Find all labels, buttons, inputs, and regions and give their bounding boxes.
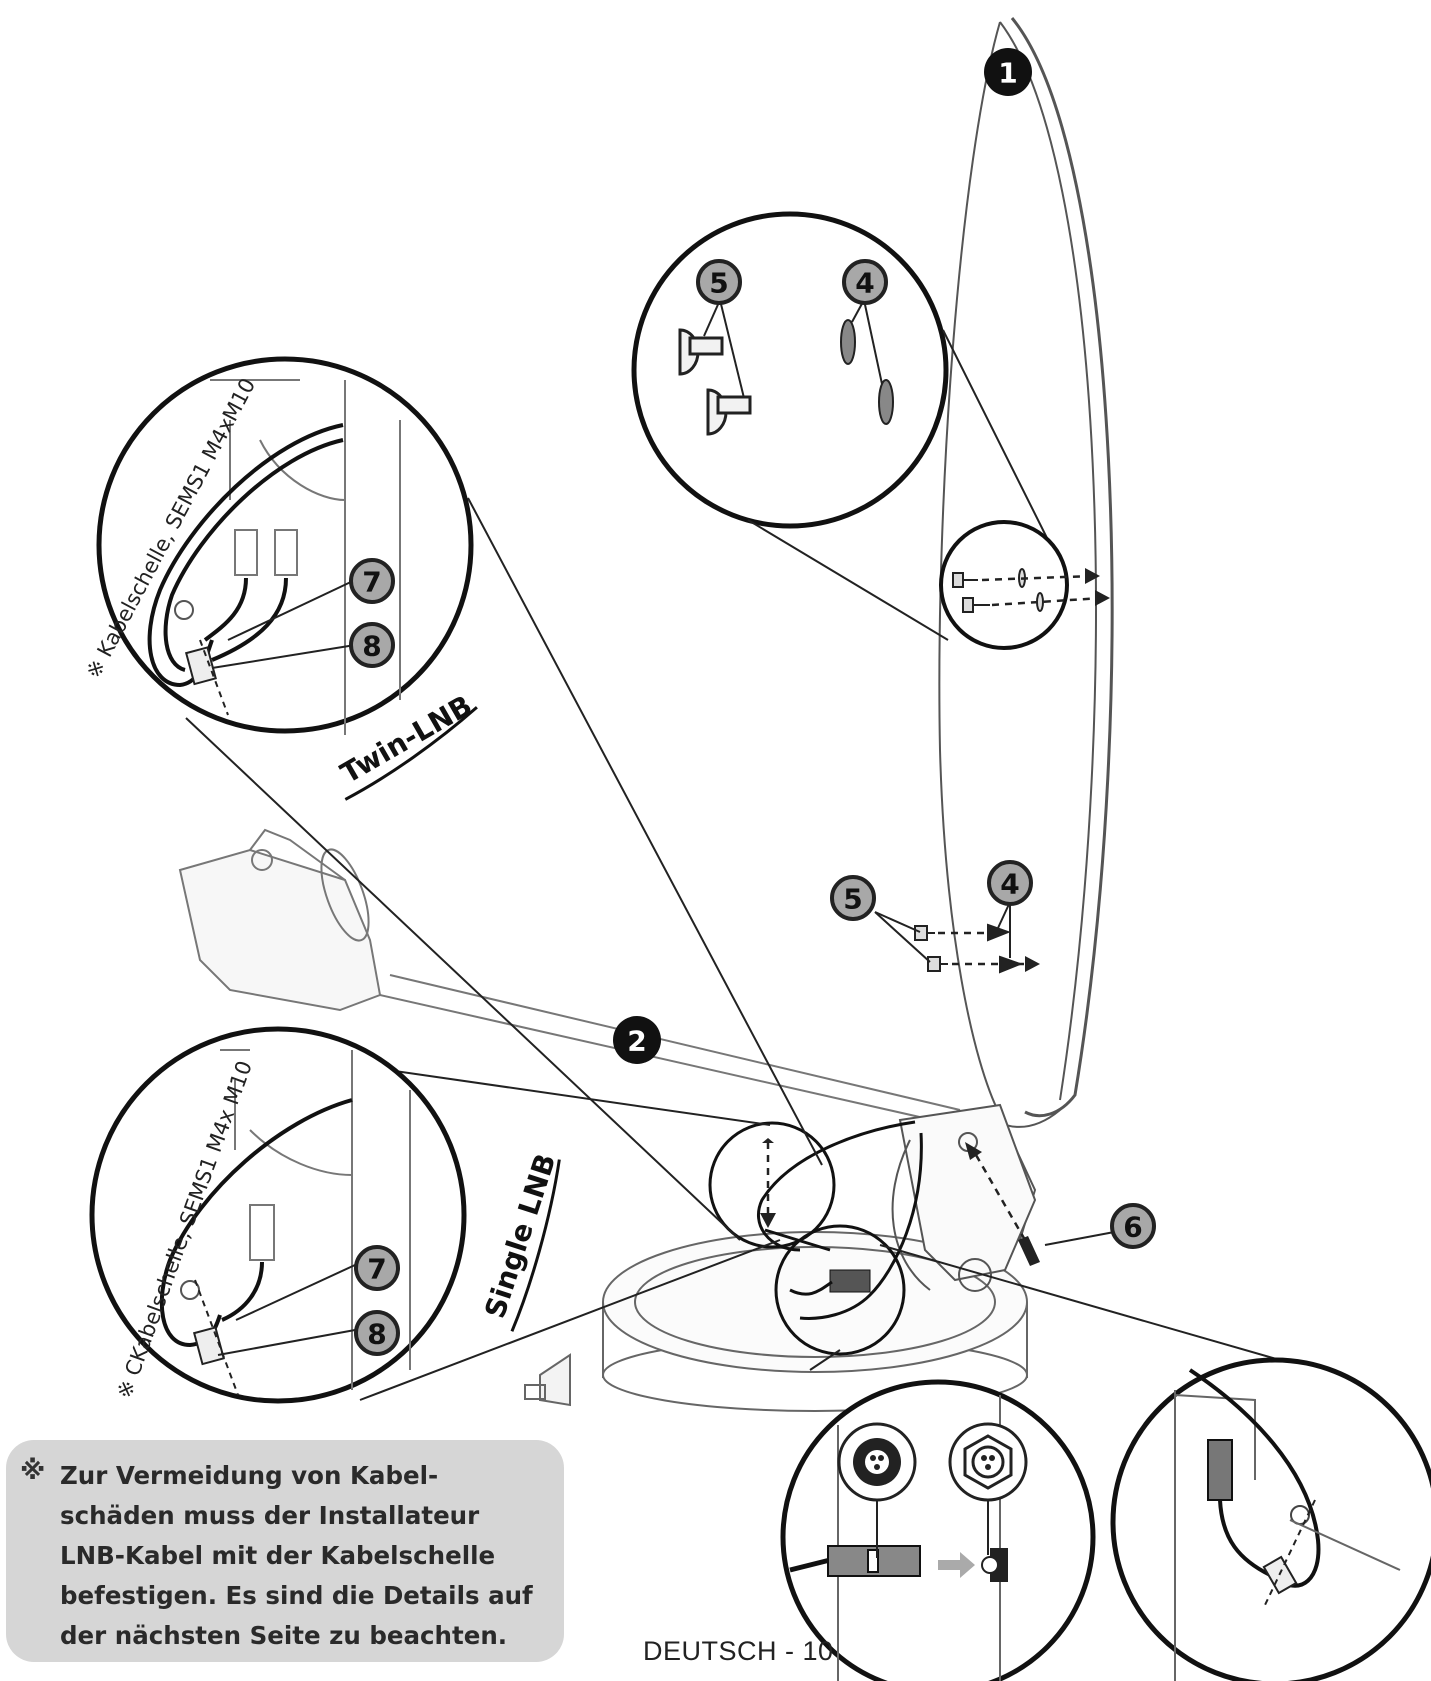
hardware-detail-circle xyxy=(631,211,1049,641)
cable-clamp-circle xyxy=(708,1121,836,1249)
svg-text:6: 6 xyxy=(1123,1211,1142,1244)
svg-text:5: 5 xyxy=(709,267,728,300)
dish xyxy=(938,17,1114,1241)
single-lnb-label: Single LNB xyxy=(478,1150,562,1332)
svg-text:2: 2 xyxy=(627,1025,646,1058)
bolt-icon xyxy=(678,328,752,436)
installer-note: ※ Zur Vermeidung von Kabel- schäden muss… xyxy=(6,1440,564,1662)
callout-1: 1 xyxy=(984,48,1032,96)
hinge-mount xyxy=(891,1103,1037,1292)
leader-lines-hardware xyxy=(703,299,883,399)
callout-7-single: 7 xyxy=(354,1245,400,1291)
svg-text:Single LNB: Single LNB xyxy=(478,1150,562,1323)
clamp-zoom-circle xyxy=(1110,1357,1431,1681)
callout-8-single: 8 xyxy=(354,1310,400,1356)
callout-7-twin: 7 xyxy=(349,558,395,604)
dish-bolt-circle xyxy=(939,520,1110,650)
single-lnb-zoom-circle xyxy=(89,1026,467,1404)
connector-small-circle xyxy=(774,1224,906,1356)
screw-6 xyxy=(965,1142,1126,1266)
note-line: befestigen. Es sind die Details auf xyxy=(60,1581,533,1610)
svg-text:1: 1 xyxy=(998,57,1017,90)
svg-text:7: 7 xyxy=(362,566,381,599)
callout-4-mid: 4 xyxy=(987,860,1033,906)
note-line: der nächsten Seite zu beachten. xyxy=(60,1621,508,1650)
note-text: Zur Vermeidung von Kabel- schäden muss d… xyxy=(60,1456,550,1656)
callout-8-twin: 8 xyxy=(349,622,395,668)
callout-6: 6 xyxy=(1110,1203,1156,1249)
note-line: LNB-Kabel mit der Kabelschelle xyxy=(60,1541,496,1570)
svg-text:8: 8 xyxy=(362,630,381,663)
callout-5-mid: 5 xyxy=(830,875,876,921)
note-line: schäden muss der Installateur xyxy=(60,1501,480,1530)
svg-text:4: 4 xyxy=(1000,868,1019,901)
dish-lower-bolts xyxy=(874,901,1040,974)
reference-mark-icon: ※ xyxy=(20,1456,46,1486)
note-line: Zur Vermeidung von Kabel- xyxy=(60,1461,439,1490)
lnb-arm xyxy=(178,828,961,1126)
svg-text:5: 5 xyxy=(843,883,862,916)
callout-5-top: 5 xyxy=(696,259,742,305)
callout-lines xyxy=(185,497,1281,1401)
svg-text:8: 8 xyxy=(367,1318,386,1351)
svg-text:4: 4 xyxy=(855,267,874,300)
svg-text:7: 7 xyxy=(367,1253,386,1286)
washer-icon xyxy=(840,319,894,425)
page-number: DEUTSCH - 10 xyxy=(643,1636,834,1666)
callout-4-top: 4 xyxy=(842,259,888,305)
callout-2: 2 xyxy=(613,1016,661,1064)
connector-zoom-circle xyxy=(780,1379,1096,1681)
lnb-cable-main xyxy=(756,1120,923,1320)
